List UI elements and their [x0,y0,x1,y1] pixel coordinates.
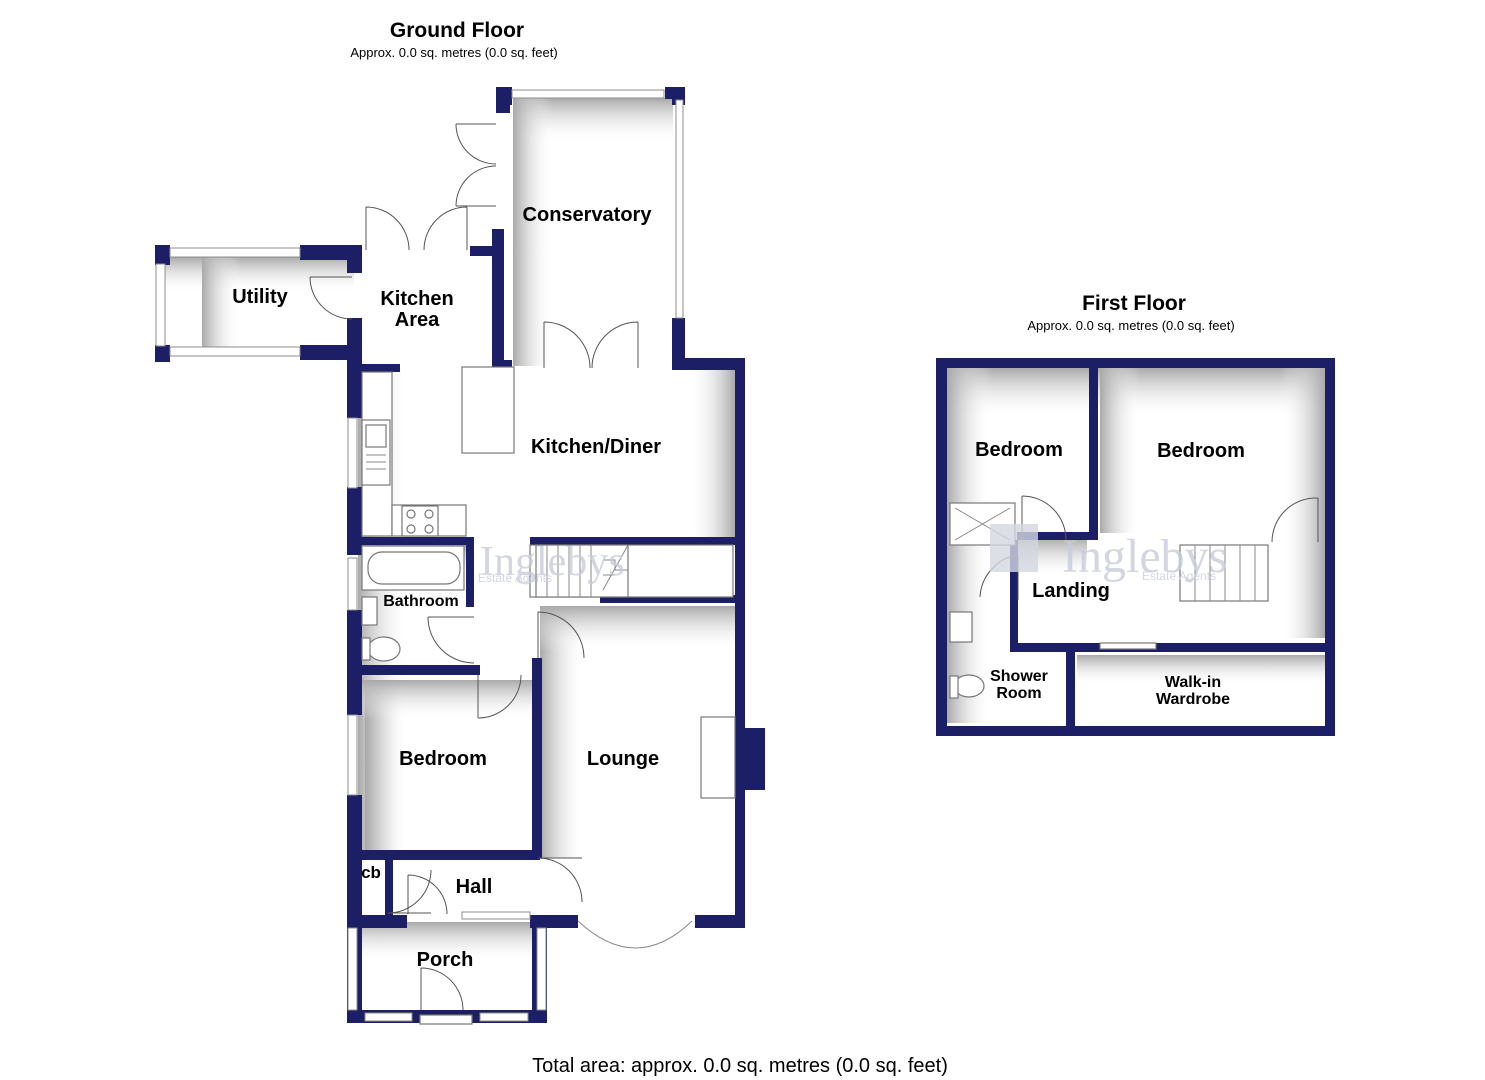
label-landing: Landing [1032,580,1110,602]
label-kitchen-area-1: Kitchen [380,288,453,310]
label-wardrobe-2: Wardrobe [1156,691,1230,708]
label-utility: Utility [232,286,288,308]
ground-floor-shadows [164,98,735,962]
label-bathroom: Bathroom [383,593,459,610]
ground-floor-labels: Conservatory Utility Kitchen Area Kitche… [232,204,661,971]
label-shower-room-2: Room [996,685,1041,702]
ground-floor-fixtures [361,366,736,799]
ground-floor-title: Ground Floor [389,19,525,42]
brand-watermark: Inglebys Estate Agents Inglebys Estate A… [478,524,1227,585]
watermark-brand-first: Inglebys [1062,530,1227,583]
ground-floor-doors [309,123,639,1025]
label-porch: Porch [417,949,474,971]
first-floor-walls [936,358,1335,736]
label-lounge: Lounge [587,748,659,770]
label-kitchen-diner: Kitchen/Diner [531,436,661,458]
watermark-tagline-ground: Estate Agents [478,571,552,585]
label-cb: cb [361,863,381,882]
label-shower-room-1: Shower [990,668,1048,685]
first-floor-title: First Floor [1082,292,1186,315]
watermark-brand-ground: Inglebys [480,539,625,585]
label-bedroom-first-left: Bedroom [975,439,1063,461]
label-wardrobe-1: Walk-in [1165,674,1221,691]
label-kitchen-area-2: Area [395,309,440,331]
first-floor-labels: Bedroom Bedroom Landing Shower Room Walk… [975,439,1245,708]
label-hall: Hall [456,876,493,898]
total-area: Total area: approx. 0.0 sq. metres (0.0 … [532,1055,948,1077]
watermark-tagline-first: Estate Agents [1142,569,1216,583]
ground-floor-windows [155,89,693,1022]
label-bedroom-ground: Bedroom [399,748,487,770]
label-conservatory: Conservatory [523,204,653,226]
first-floor-fixtures [949,495,1319,699]
first-floor-area: Approx. 0.0 sq. metres (0.0 sq. feet) [1027,318,1235,333]
ground-floor-area: Approx. 0.0 sq. metres (0.0 sq. feet) [350,45,558,60]
label-bedroom-first-right: Bedroom [1157,440,1245,462]
